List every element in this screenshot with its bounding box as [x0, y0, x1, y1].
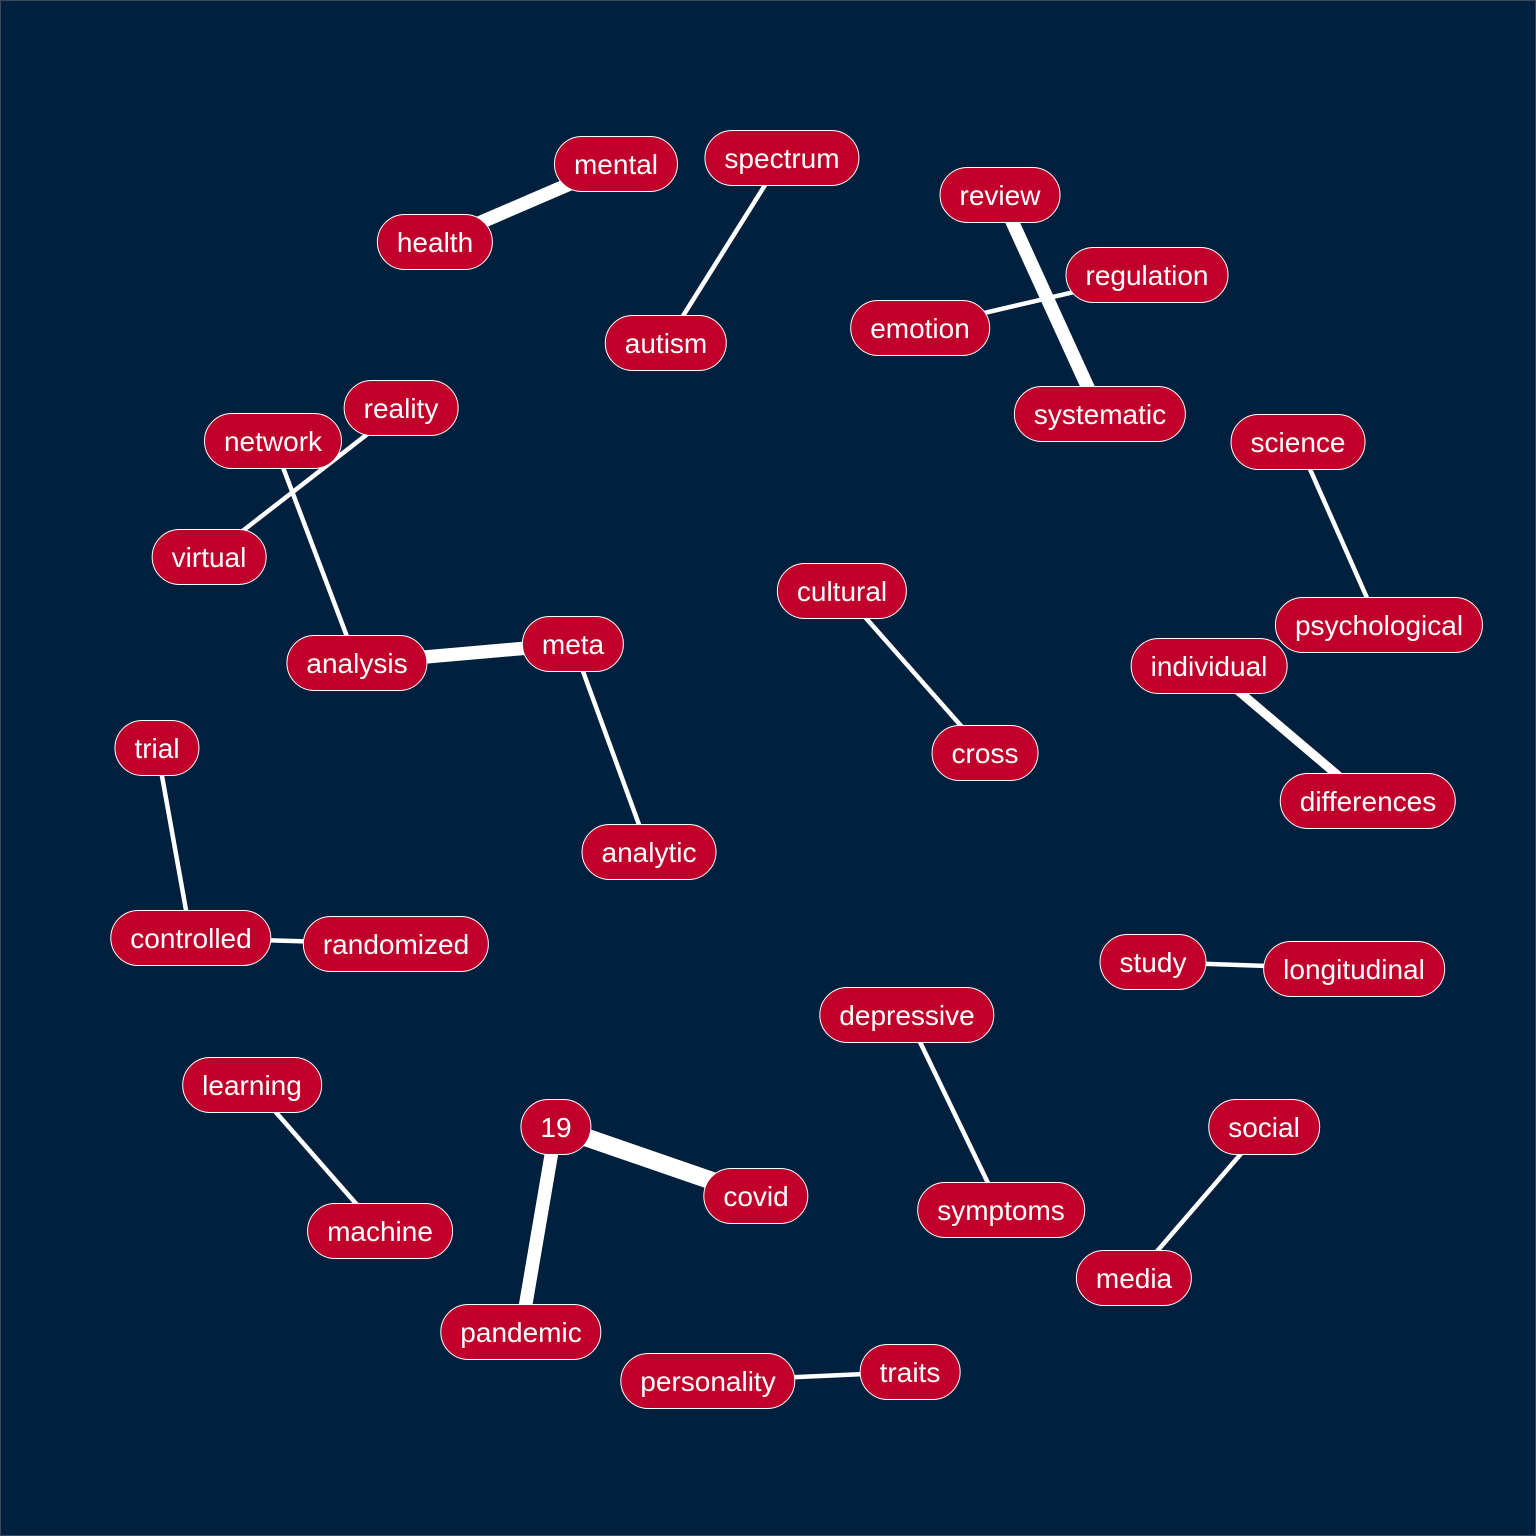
node-study: study	[1099, 934, 1207, 990]
node-pandemic: pandemic	[440, 1304, 602, 1360]
edge-n19-pandemic	[514, 1125, 563, 1334]
node-cultural: cultural	[776, 563, 908, 619]
node-mental: mental	[553, 136, 679, 192]
node-machine: machine	[307, 1203, 453, 1259]
node-reality: reality	[343, 380, 459, 436]
node-emotion: emotion	[850, 300, 990, 356]
node-individual: individual	[1130, 638, 1288, 694]
node-science: science	[1230, 414, 1366, 470]
node-media: media	[1075, 1250, 1193, 1306]
node-systematic: systematic	[1013, 386, 1187, 442]
node-health: health	[376, 214, 494, 270]
node-spectrum: spectrum	[704, 130, 860, 186]
node-symptoms: symptoms	[917, 1182, 1085, 1238]
node-differences: differences	[1279, 773, 1457, 829]
node-meta: meta	[521, 616, 625, 672]
node-19: 19	[520, 1099, 592, 1155]
edge-trial-controlled	[154, 747, 194, 939]
node-controlled: controlled	[110, 910, 272, 966]
node-covid: covid	[703, 1168, 809, 1224]
node-virtual: virtual	[151, 529, 267, 585]
edge-review-systematic	[993, 192, 1107, 417]
edge-network-analysis	[270, 440, 360, 664]
node-review: review	[939, 167, 1061, 223]
node-autism: autism	[604, 315, 728, 371]
edge-spectrum-autism	[664, 156, 784, 345]
edge-science-psychological	[1295, 441, 1382, 626]
node-personality: personality	[620, 1353, 796, 1409]
node-traits: traits	[859, 1344, 961, 1400]
node-psychological: psychological	[1274, 597, 1484, 653]
node-analytic: analytic	[581, 824, 717, 880]
edge-depressive-symptoms	[904, 1014, 1004, 1211]
node-trial: trial	[114, 720, 200, 776]
node-social: social	[1208, 1099, 1320, 1155]
node-learning: learning	[182, 1057, 322, 1113]
node-randomized: randomized	[302, 916, 490, 972]
node-network: network	[203, 413, 343, 469]
node-depressive: depressive	[819, 987, 995, 1043]
edge-meta-analytic	[570, 643, 652, 853]
node-regulation: regulation	[1065, 247, 1229, 303]
node-longitudinal: longitudinal	[1263, 941, 1445, 997]
node-analysis: analysis	[286, 635, 428, 691]
node-cross: cross	[931, 725, 1039, 781]
